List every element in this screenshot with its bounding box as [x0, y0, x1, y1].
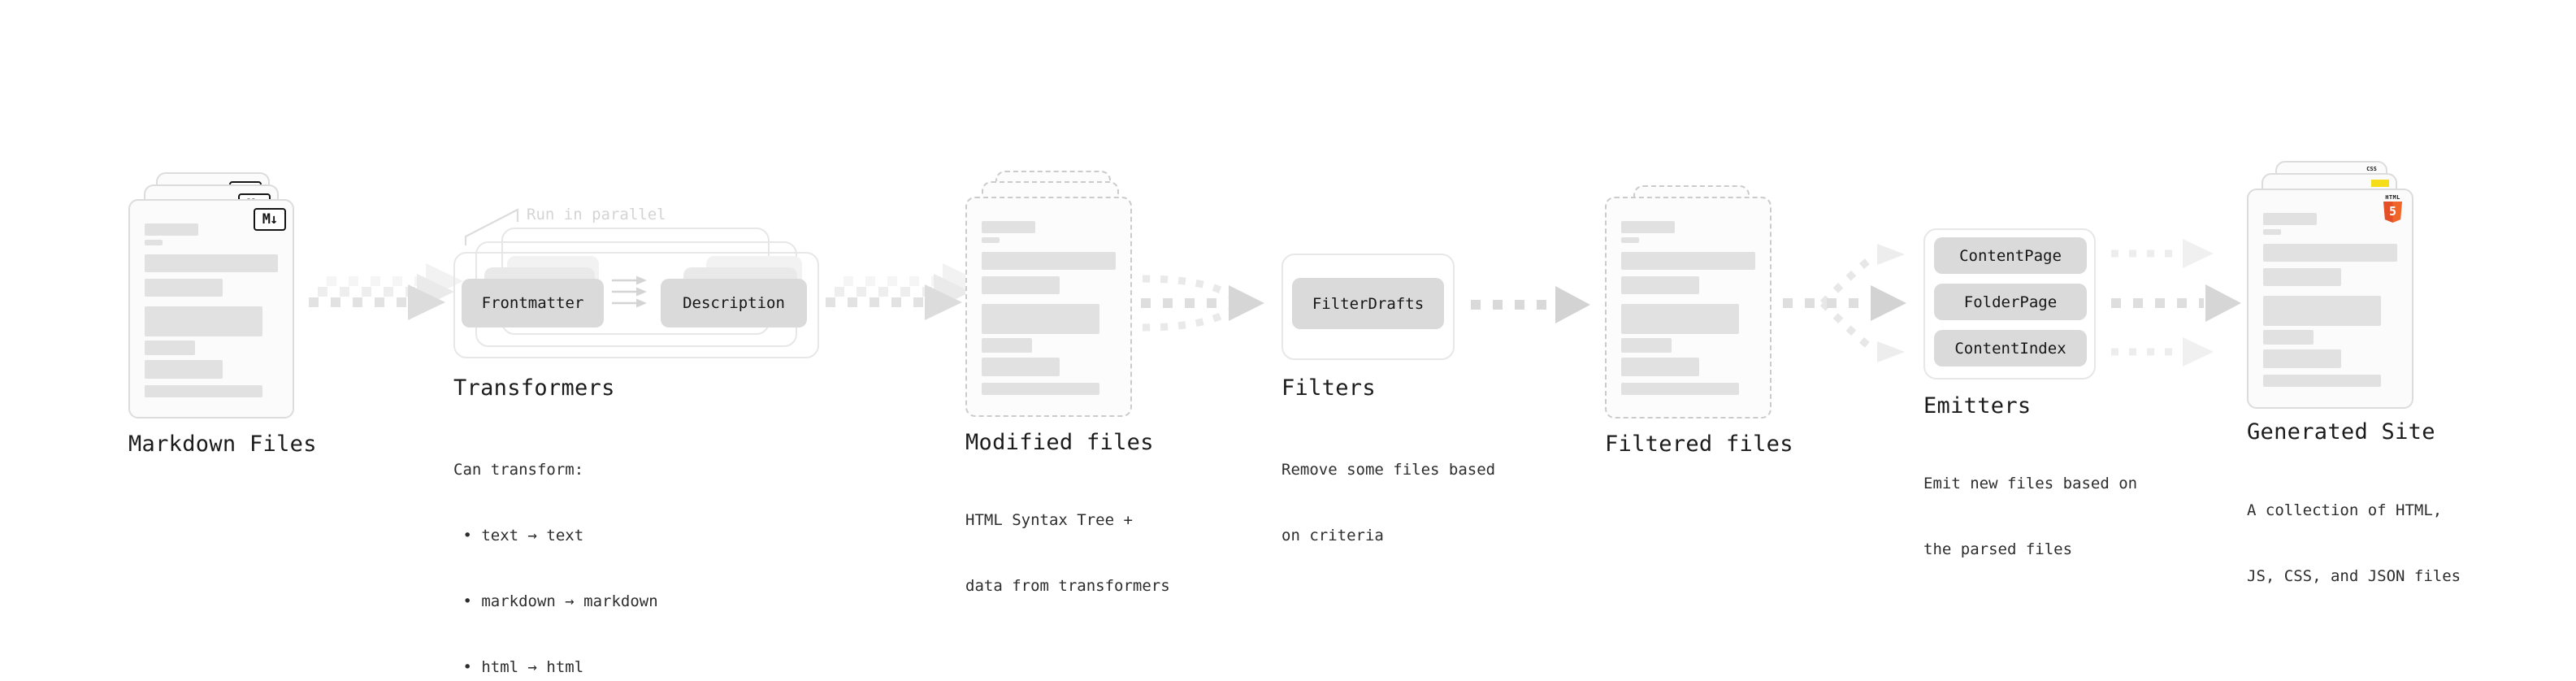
section-description-filters: Remove some files based on criteria	[1281, 415, 1495, 591]
section-description-emitters: Emit new files based on the parsed files	[1923, 429, 2137, 605]
doc-content-placeholder	[1607, 198, 1770, 395]
doc-line-placeholder	[2263, 244, 2397, 262]
desc-line: • html → html	[453, 658, 584, 676]
doc-line-placeholder	[145, 340, 195, 355]
desc-line: HTML Syntax Tree +	[965, 511, 1133, 529]
annotation-leader-line	[464, 208, 519, 245]
emitter-pill-contentindex: ContentIndex	[1934, 330, 2087, 367]
doc-content-placeholder	[967, 198, 1130, 395]
transformer-pill-description: Description	[661, 279, 807, 327]
html5-icon: HTML 5	[2383, 194, 2402, 223]
doc-line-placeholder	[2263, 349, 2341, 368]
desc-line: • markdown → markdown	[453, 592, 658, 610]
doc-line-placeholder	[982, 338, 1032, 353]
doc-line-placeholder	[145, 223, 198, 236]
parallel-arrows-icon	[612, 275, 647, 308]
doc-line-placeholder	[982, 252, 1116, 270]
html5-shield: 5	[2383, 202, 2402, 223]
converge-arrow-modified-to-filters	[1141, 275, 1264, 332]
doc-line-placeholder	[982, 358, 1060, 376]
flow-arrows-emitters-to-site	[2111, 239, 2241, 367]
doc-line-placeholder	[982, 237, 1000, 243]
flow-arrow-transformers-to-modified	[826, 263, 980, 320]
doc-line-placeholder	[2263, 229, 2281, 235]
javascript-icon	[2371, 180, 2389, 187]
flow-arrow-markdown-to-transformers	[309, 263, 463, 320]
doc-line-placeholder	[2263, 330, 2314, 345]
doc-content-placeholder	[130, 201, 293, 397]
filters-group-box	[1281, 254, 1455, 360]
filter-pill-filterdrafts: FilterDrafts	[1292, 278, 1444, 329]
desc-line: • text → text	[453, 527, 584, 544]
section-description-transformers: Can transform: • text → text • markdown …	[453, 415, 658, 681]
doc-line-placeholder	[2263, 375, 2381, 387]
emitter-pill-contentpage: ContentPage	[1934, 237, 2087, 274]
run-in-parallel-annotation: Run in parallel	[527, 206, 666, 223]
doc-line-placeholder	[1621, 276, 1699, 294]
doc-line-placeholder	[145, 385, 262, 397]
doc-line-placeholder	[1621, 252, 1755, 270]
desc-line: on criteria	[1281, 527, 1384, 544]
doc-line-placeholder	[1621, 358, 1699, 376]
doc-line-placeholder	[145, 279, 223, 297]
doc-line-placeholder	[1621, 221, 1675, 233]
doc-line-placeholder	[982, 276, 1060, 294]
doc-line-placeholder	[1621, 237, 1639, 243]
section-title-transformers: Transformers	[453, 375, 615, 401]
site-file-card-html: HTML 5	[2247, 189, 2413, 409]
transformers-group-box-front	[453, 252, 819, 358]
section-title-filters: Filters	[1281, 375, 1376, 401]
doc-line-placeholder	[2263, 268, 2341, 286]
emitter-pill-folderpage: FolderPage	[1934, 284, 2087, 320]
section-title-modified-files: Modified files	[965, 430, 1154, 455]
diverge-arrow-filtered-to-emitters	[1783, 244, 1906, 362]
doc-content-placeholder	[2249, 190, 2412, 387]
desc-line: the parsed files	[1923, 540, 2073, 558]
filtered-file-card-front	[1605, 197, 1772, 419]
section-title-markdown-files: Markdown Files	[128, 432, 317, 457]
doc-line-placeholder	[145, 254, 278, 272]
desc-line: Remove some files based	[1281, 461, 1496, 479]
doc-line-placeholder	[1621, 338, 1672, 353]
doc-line-placeholder	[145, 360, 223, 379]
markdown-file-card-front: M↓	[128, 199, 294, 419]
section-title-filtered-files: Filtered files	[1605, 432, 1793, 457]
desc-line: data from transformers	[965, 577, 1170, 595]
doc-line-placeholder	[982, 383, 1099, 395]
doc-line-placeholder	[982, 304, 1099, 334]
desc-line: JS, CSS, and JSON files	[2247, 567, 2461, 585]
doc-line-placeholder	[145, 240, 163, 245]
modified-file-card-front	[965, 197, 1132, 417]
section-title-emitters: Emitters	[1923, 393, 2032, 419]
emitters-group-box	[1923, 228, 2096, 380]
doc-line-placeholder	[2263, 296, 2381, 326]
doc-line-placeholder	[1621, 383, 1739, 395]
section-description-generated-site: A collection of HTML, JS, CSS, and JSON …	[2247, 456, 2461, 631]
doc-line-placeholder	[982, 221, 1035, 233]
flow-arrow-filters-to-filtered	[1471, 286, 1590, 323]
desc-line: Emit new files based on	[1923, 475, 2138, 492]
html5-wordmark: HTML	[2385, 194, 2400, 201]
doc-line-placeholder	[1621, 304, 1739, 334]
desc-line: Can transform:	[453, 461, 584, 479]
doc-line-placeholder	[145, 306, 262, 336]
section-description-modified-files: HTML Syntax Tree + data from transformer…	[965, 466, 1170, 641]
markdown-icon: M↓	[254, 208, 286, 231]
transformer-pill-frontmatter: Frontmatter	[462, 279, 604, 327]
section-title-generated-site: Generated Site	[2247, 419, 2435, 445]
doc-line-placeholder	[2263, 213, 2317, 225]
desc-line: A collection of HTML,	[2247, 501, 2443, 519]
